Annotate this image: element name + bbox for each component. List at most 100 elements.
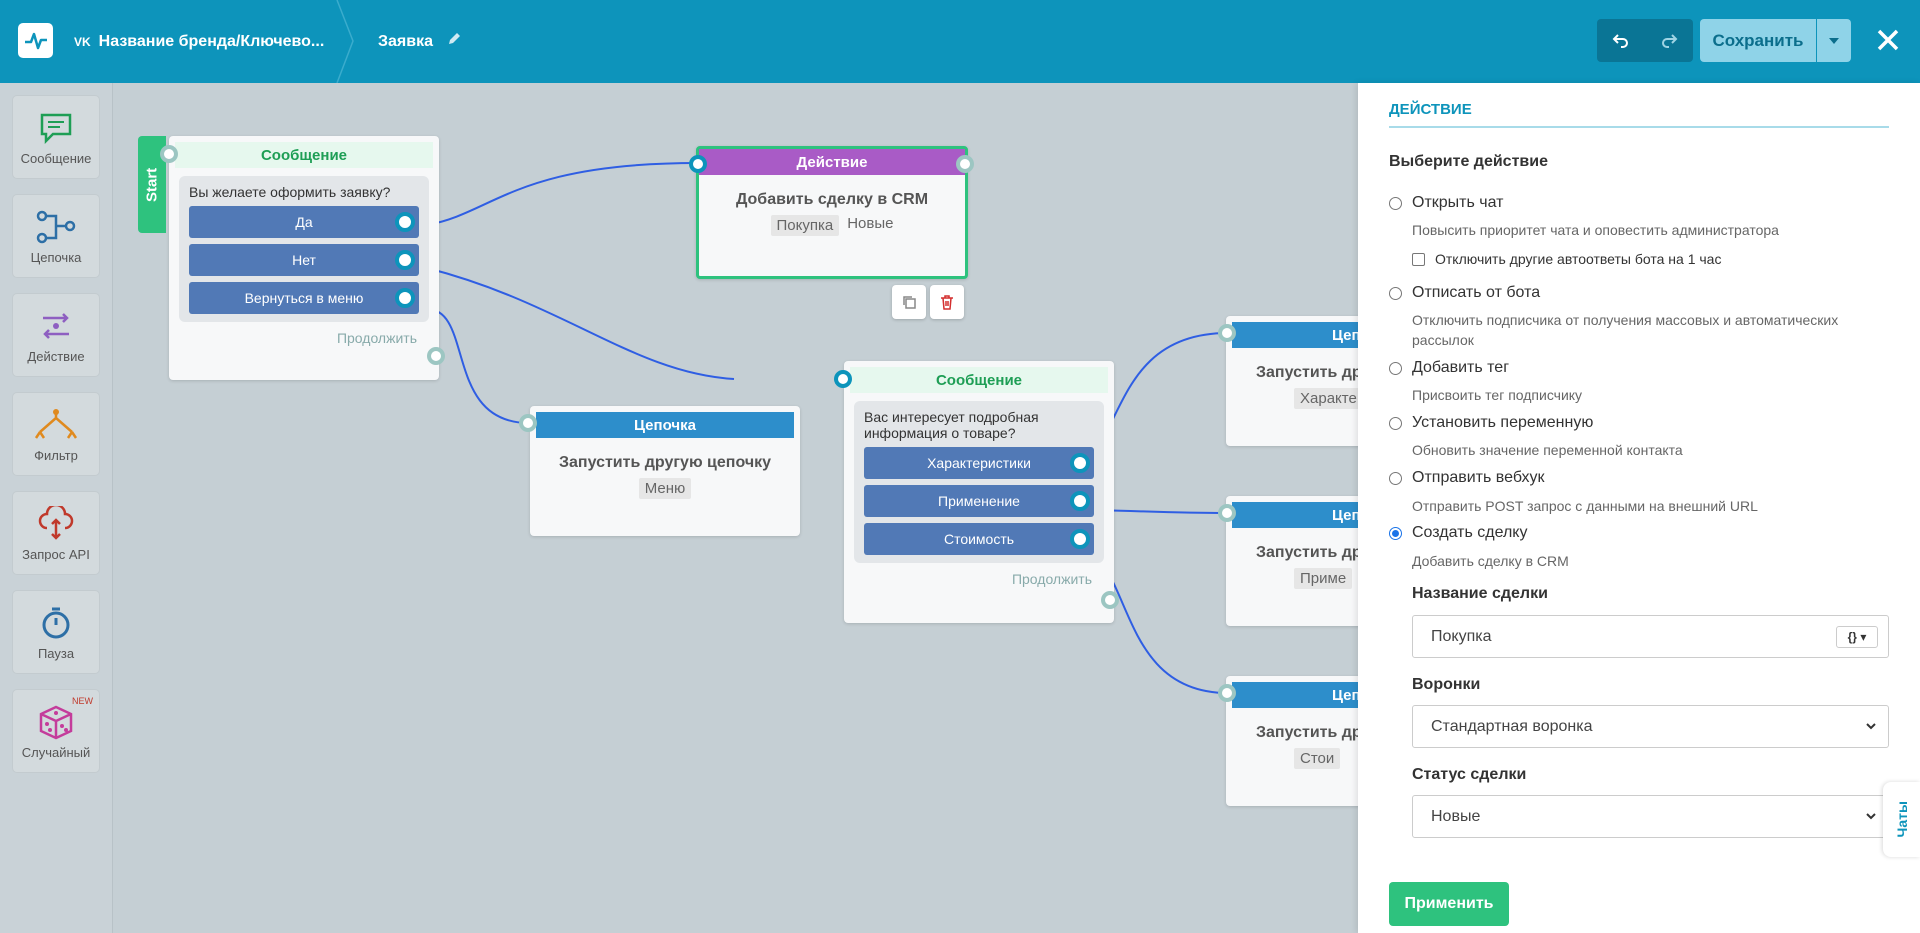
reply-label: Нет: [292, 252, 316, 268]
tool-pause[interactable]: Пауза: [12, 590, 100, 674]
chain-node-characteristics[interactable]: Цеп Запустить др Характе: [1226, 316, 1358, 446]
redo-icon: [1662, 33, 1678, 48]
reply-button-application[interactable]: Применение: [864, 485, 1094, 517]
input-port[interactable]: [834, 370, 852, 388]
output-port[interactable]: [956, 155, 974, 173]
delete-node-button[interactable]: [930, 285, 964, 319]
node-title: Запустить др: [1256, 724, 1358, 741]
deal-status-select[interactable]: Новые: [1412, 795, 1889, 838]
input-port[interactable]: [1218, 684, 1236, 702]
reply-button-yes[interactable]: Да: [189, 206, 419, 238]
tool-chain[interactable]: Цепочка: [12, 194, 100, 278]
tool-action[interactable]: Действие: [12, 293, 100, 377]
option-label: Создать сделку: [1412, 524, 1528, 541]
save-button[interactable]: Сохранить: [1700, 19, 1816, 62]
radio-button[interactable]: [1389, 416, 1402, 430]
undo-button[interactable]: [1597, 19, 1645, 62]
option-label: Открыть чат: [1412, 194, 1504, 211]
save-dropdown-button[interactable]: [1817, 19, 1851, 62]
option-create-deal[interactable]: Создать сделку: [1389, 524, 1527, 542]
deal-name-input[interactable]: Покупка {} ▾: [1412, 615, 1889, 658]
tool-api-request[interactable]: Запрос API: [12, 491, 100, 575]
node-header: Действие: [699, 149, 965, 175]
tool-filter[interactable]: Фильтр: [12, 392, 100, 476]
node-header: Цепочка: [536, 412, 794, 438]
wire-yes-action: [426, 162, 699, 226]
continue-port[interactable]: [1101, 591, 1119, 609]
message-box: Вас интересует подробная информация о то…: [854, 401, 1104, 563]
message-node-1[interactable]: Сообщение Вы желаете оформить заявку? Да…: [169, 136, 439, 380]
reply-label: Да: [295, 214, 313, 230]
variable-icon: {}: [1847, 630, 1857, 644]
continue-port[interactable]: [427, 347, 445, 365]
option-add-tag[interactable]: Добавить тег: [1389, 359, 1509, 377]
reply-label: Применение: [938, 493, 1020, 509]
input-port[interactable]: [1218, 504, 1236, 522]
close-button[interactable]: [1870, 22, 1906, 58]
option-send-webhook[interactable]: Отправить вебхук: [1389, 469, 1544, 487]
radio-button[interactable]: [1389, 196, 1402, 210]
chevron-down-icon: [1866, 813, 1876, 820]
tool-message[interactable]: Сообщение: [12, 95, 100, 179]
input-port[interactable]: [519, 414, 537, 432]
message-text: Вас интересует подробная информация о то…: [864, 409, 1039, 441]
output-port[interactable]: [395, 288, 415, 308]
output-port[interactable]: [1070, 491, 1090, 511]
page-title: Заявка: [378, 32, 433, 50]
tool-label: Цепочка: [30, 249, 82, 265]
chain-node-application[interactable]: Цеп Запустить др Приме: [1226, 496, 1358, 626]
output-port[interactable]: [395, 250, 415, 270]
reply-button-cost[interactable]: Стоимость: [864, 523, 1094, 555]
chats-tab[interactable]: Чаты: [1883, 782, 1920, 857]
reply-button-no[interactable]: Нет: [189, 244, 419, 276]
option-description: Добавить сделку в CRM: [1412, 553, 1569, 569]
chain-node-menu[interactable]: Цепочка Запустить другую цепочку Меню: [530, 406, 800, 536]
funnel-label: Воронки: [1412, 676, 1481, 693]
message-node-2[interactable]: Сообщение Вас интересует подробная инфор…: [844, 361, 1114, 623]
reply-label: Характеристики: [927, 455, 1031, 471]
dice-icon: [39, 705, 73, 739]
top-header: VK Название бренда/Ключево... Заявка Сох…: [0, 0, 1920, 83]
variable-insert-button[interactable]: {} ▾: [1836, 626, 1878, 648]
chats-tab-label: Чаты: [1893, 801, 1910, 838]
disable-autoreplies-checkbox[interactable]: Отключить другие автоответы бота на 1 ча…: [1412, 251, 1721, 267]
radio-button-selected[interactable]: [1389, 526, 1402, 540]
tool-random[interactable]: NEW Случайный: [12, 689, 100, 773]
output-port[interactable]: [395, 212, 415, 232]
action-icon: [43, 312, 69, 339]
output-port[interactable]: [1070, 453, 1090, 473]
apply-button[interactable]: Применить: [1389, 882, 1509, 926]
tool-label: Случайный: [21, 744, 91, 760]
radio-button[interactable]: [1389, 286, 1402, 300]
deal-name-tag: Покупка: [770, 215, 840, 236]
reply-button-menu[interactable]: Вернуться в меню: [189, 282, 419, 314]
option-unsubscribe[interactable]: Отписать от бота: [1389, 284, 1540, 302]
input-port[interactable]: [1218, 324, 1236, 342]
action-node[interactable]: Действие Добавить сделку в CRM Покупка Н…: [696, 146, 968, 279]
copy-node-button[interactable]: [892, 285, 926, 319]
edit-pencil-icon[interactable]: [447, 32, 461, 51]
deal-name-label: Название сделки: [1412, 585, 1548, 602]
message-box: Вы желаете оформить заявку? Да Нет Верну…: [179, 176, 429, 322]
chain-node-cost[interactable]: Цеп Запустить др Стои: [1226, 676, 1358, 806]
chain-tag: Стои: [1294, 748, 1341, 769]
flow-canvas[interactable]: Start Сообщение Вы желаете оформить заяв…: [114, 83, 1358, 933]
reply-button-characteristics[interactable]: Характеристики: [864, 447, 1094, 479]
radio-button[interactable]: [1389, 361, 1402, 375]
input-port[interactable]: [160, 145, 178, 163]
redo-button[interactable]: [1645, 19, 1693, 62]
message-text: Вы желаете оформить заявку?: [189, 184, 391, 200]
option-label: Установить переменную: [1412, 414, 1594, 431]
checkbox[interactable]: [1412, 252, 1425, 266]
output-port[interactable]: [1070, 529, 1090, 549]
option-set-variable[interactable]: Установить переменную: [1389, 414, 1593, 432]
caret-down-icon: [1829, 37, 1839, 44]
action-settings-panel: ДЕЙСТВИЕ Выберите действие Открыть чат П…: [1358, 83, 1920, 933]
input-port[interactable]: [689, 155, 707, 173]
app-logo[interactable]: [18, 23, 53, 58]
radio-button[interactable]: [1389, 471, 1402, 485]
brand-name: Название бренда/Ключево...: [98, 32, 325, 50]
option-open-chat[interactable]: Открыть чат: [1389, 194, 1504, 212]
funnel-select[interactable]: Стандартная воронка: [1412, 705, 1889, 748]
brand-selector[interactable]: VK Название бренда/Ключево...: [74, 0, 344, 83]
